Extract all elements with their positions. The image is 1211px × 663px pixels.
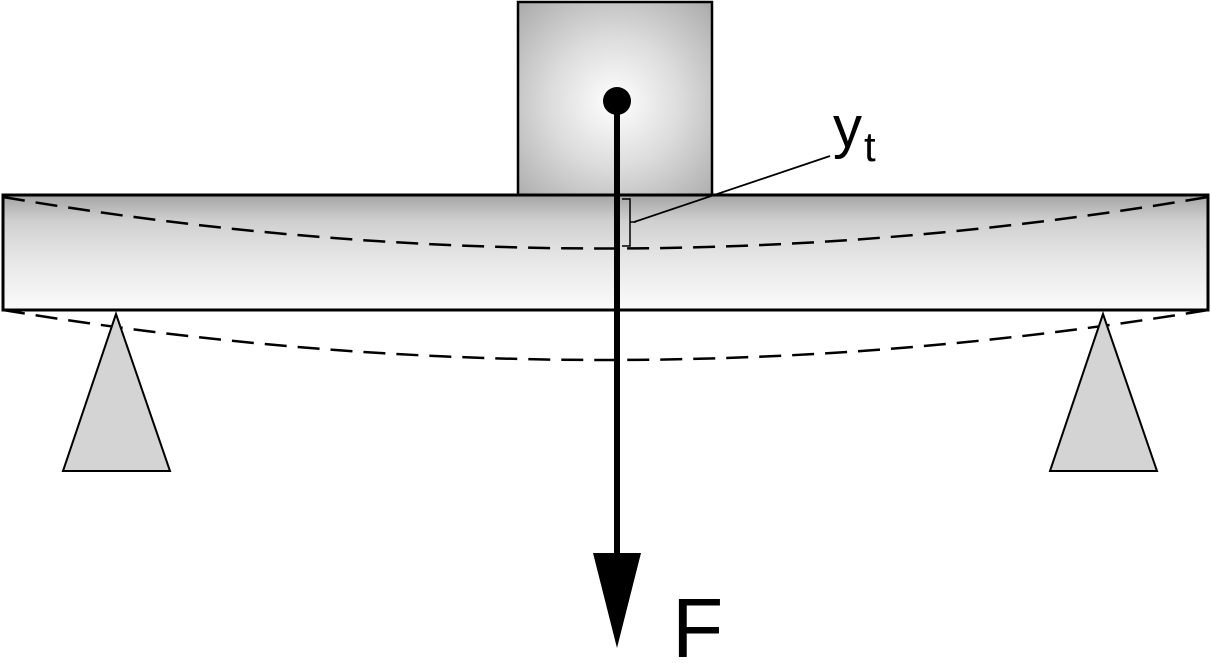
deflection-label: yt	[833, 95, 876, 170]
force-arrowhead	[593, 553, 641, 648]
deflected-top-dashed-curve	[2, 195, 1209, 250]
deflected-bottom-dashed-curve	[2, 308, 1209, 362]
deflection-label-symbol: y	[833, 95, 862, 160]
right-support-triangle	[1048, 310, 1159, 472]
deflection-bracket	[622, 198, 636, 247]
force-label: F	[672, 581, 723, 663]
left-support-triangle	[61, 310, 172, 472]
deflection-leader-line	[633, 155, 831, 223]
deflection-label-subscript: t	[864, 123, 876, 170]
center-of-mass-point	[603, 87, 631, 115]
beam	[1, 193, 1210, 312]
